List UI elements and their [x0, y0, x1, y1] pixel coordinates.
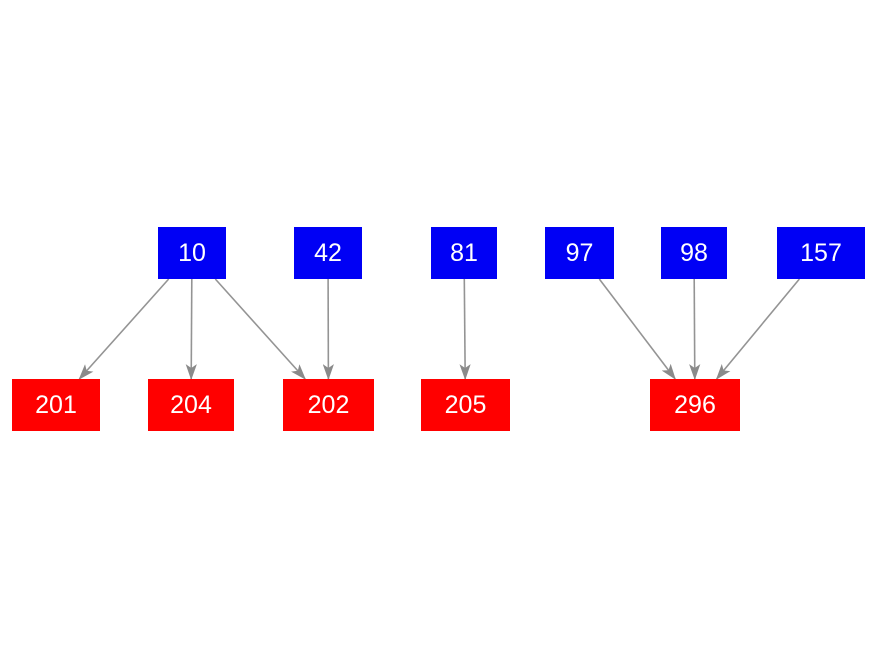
node-label: 296 [674, 390, 716, 419]
node-296[interactable]: 296 [650, 379, 740, 431]
node-202[interactable]: 202 [283, 379, 374, 431]
node-97[interactable]: 97 [545, 227, 614, 279]
node-201[interactable]: 201 [12, 379, 100, 431]
edge-81-205 [459, 278, 471, 381]
edge-98-296 [689, 278, 701, 381]
node-label: 201 [35, 390, 77, 419]
node-label: 205 [444, 390, 487, 419]
node-label: 98 [680, 238, 708, 267]
node-label: 10 [178, 238, 206, 267]
edge-10-201 [78, 278, 170, 380]
node-81[interactable]: 81 [431, 227, 497, 279]
node-204[interactable]: 204 [148, 379, 234, 431]
node-98[interactable]: 98 [661, 227, 727, 279]
node-157[interactable]: 157 [777, 227, 865, 279]
edge-157-296 [715, 278, 801, 380]
edge-97-296 [598, 278, 676, 380]
node-label: 81 [450, 238, 478, 267]
node-label: 204 [170, 390, 212, 419]
node-label: 97 [565, 238, 594, 267]
node-label: 202 [307, 390, 350, 419]
edge-10-202 [214, 278, 306, 380]
node-10[interactable]: 10 [158, 227, 226, 279]
node-label: 157 [800, 238, 842, 267]
node-42[interactable]: 42 [294, 227, 362, 279]
edge-10-204 [185, 278, 197, 381]
node-205[interactable]: 205 [421, 379, 510, 431]
node-label: 42 [314, 238, 342, 267]
